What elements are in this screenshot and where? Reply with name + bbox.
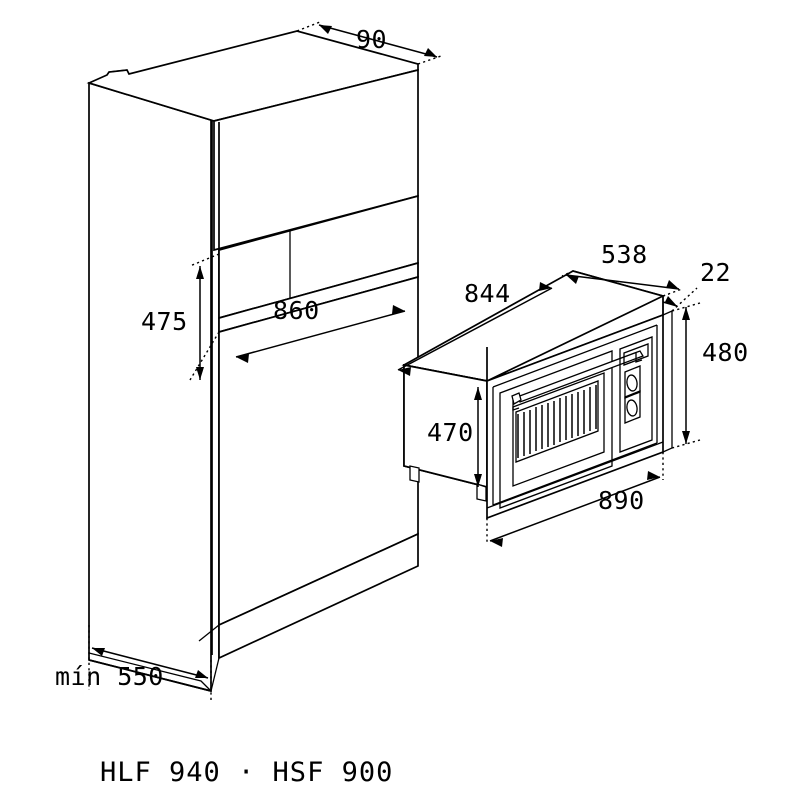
control-knob-upper[interactable] xyxy=(626,374,638,392)
oven-door-handle-bracket-right xyxy=(635,353,643,363)
arrow-480-top xyxy=(682,307,690,320)
oven-fascia-right-return xyxy=(662,309,673,453)
oven-foot-right xyxy=(476,483,487,502)
dim-line-860 xyxy=(235,310,406,358)
arrow-860-left xyxy=(236,354,249,363)
ext-line-538-right xyxy=(662,288,683,297)
control-knob-lower[interactable] xyxy=(626,399,638,417)
cabinet-plinth-toe-kick xyxy=(218,532,419,660)
oven-foot-left xyxy=(409,465,420,483)
arrow-475-bottom xyxy=(196,367,204,380)
ext-line-90-left xyxy=(296,21,321,32)
arrow-22-marker xyxy=(665,296,677,306)
dim-line-90 xyxy=(318,24,438,58)
ext-line-22-left xyxy=(662,293,670,297)
arrow-550-left xyxy=(92,648,105,656)
dimension-frame-thickness: 22 xyxy=(662,258,731,312)
ext-line-22-right xyxy=(671,287,698,312)
dimension-label-480: 480 xyxy=(702,338,749,367)
dimension-oven-body-width: 844 xyxy=(397,279,553,376)
dimension-label-470: 470 xyxy=(427,418,474,447)
oven-display-strip xyxy=(623,343,649,366)
dimension-cabinet-top-depth: 90 xyxy=(296,21,442,65)
dimension-front-width: 890 xyxy=(486,452,664,547)
dim-line-890 xyxy=(489,476,661,542)
arrow-538-left xyxy=(566,275,579,284)
cabinet-housing-unit xyxy=(86,30,419,693)
oven-control-panel xyxy=(619,336,653,453)
dimension-label-890: 890 xyxy=(598,486,645,515)
arrow-470-top xyxy=(474,387,482,400)
arrow-890-right xyxy=(647,471,660,480)
dimension-label-844: 844 xyxy=(464,279,511,308)
oven-louvre-frame xyxy=(515,380,599,463)
arrow-550-right xyxy=(195,670,208,678)
arrow-890-left xyxy=(490,538,503,547)
arrow-538-right xyxy=(666,280,679,289)
dimension-label-22: 22 xyxy=(700,258,731,287)
arrow-470-bottom xyxy=(474,474,482,487)
dimension-min-depth: mín 550 xyxy=(55,625,212,700)
oven-fascia-bevel-bottom xyxy=(492,442,658,506)
ext-line-475-bottom xyxy=(189,331,220,381)
arrow-90-end xyxy=(424,48,437,57)
dimension-label-475: 475 xyxy=(141,307,188,336)
dim-line-550 xyxy=(91,647,209,679)
dimension-niche-width: 860 xyxy=(235,296,406,363)
cabinet-left-side-panel xyxy=(88,81,212,693)
cabinet-bottom-edge xyxy=(88,659,212,692)
dim-line-22 xyxy=(662,301,678,307)
drawing-caption: HLF 940 · HSF 900 xyxy=(100,757,393,788)
oven-door-glass-window xyxy=(512,372,605,487)
dimension-niche-height: 475 xyxy=(141,253,220,381)
arrow-844-left xyxy=(398,367,411,376)
dimension-label-90: 90 xyxy=(356,25,387,54)
ext-line-90-right xyxy=(417,55,442,65)
built-in-oven xyxy=(401,270,673,520)
cabinet-bottom-inner-edge xyxy=(88,652,212,692)
arrow-475-top xyxy=(196,266,204,279)
oven-door-louvre-hatching xyxy=(517,385,597,458)
dimension-front-height: 480 xyxy=(671,302,749,449)
dimension-label-860: 860 xyxy=(273,296,320,325)
arrow-90-start xyxy=(319,25,332,34)
arrow-480-bottom xyxy=(682,431,690,444)
control-knob-lower-housing xyxy=(624,390,641,424)
dimension-oven-body-depth: 538 xyxy=(561,240,683,297)
oven-fascia-bevel-top xyxy=(492,324,658,388)
cabinet-base-notch xyxy=(210,657,220,692)
cabinet-plinth-step-line xyxy=(198,624,220,642)
arrow-844-right xyxy=(539,282,552,291)
oven-fascia-bottom-rail xyxy=(486,441,664,509)
dim-line-538 xyxy=(565,274,680,290)
dimension-body-height: 470 xyxy=(427,387,482,487)
dimension-label-min-550: mín 550 xyxy=(55,662,164,691)
dim-line-844 xyxy=(397,287,553,371)
cabinet-top-notch xyxy=(106,69,130,76)
oven-door-panel xyxy=(499,350,613,509)
oven-door-handle-bracket-left xyxy=(512,400,520,411)
dimension-label-538: 538 xyxy=(601,240,648,269)
arrow-860-right xyxy=(392,305,405,314)
ext-line-538-left xyxy=(561,270,574,277)
